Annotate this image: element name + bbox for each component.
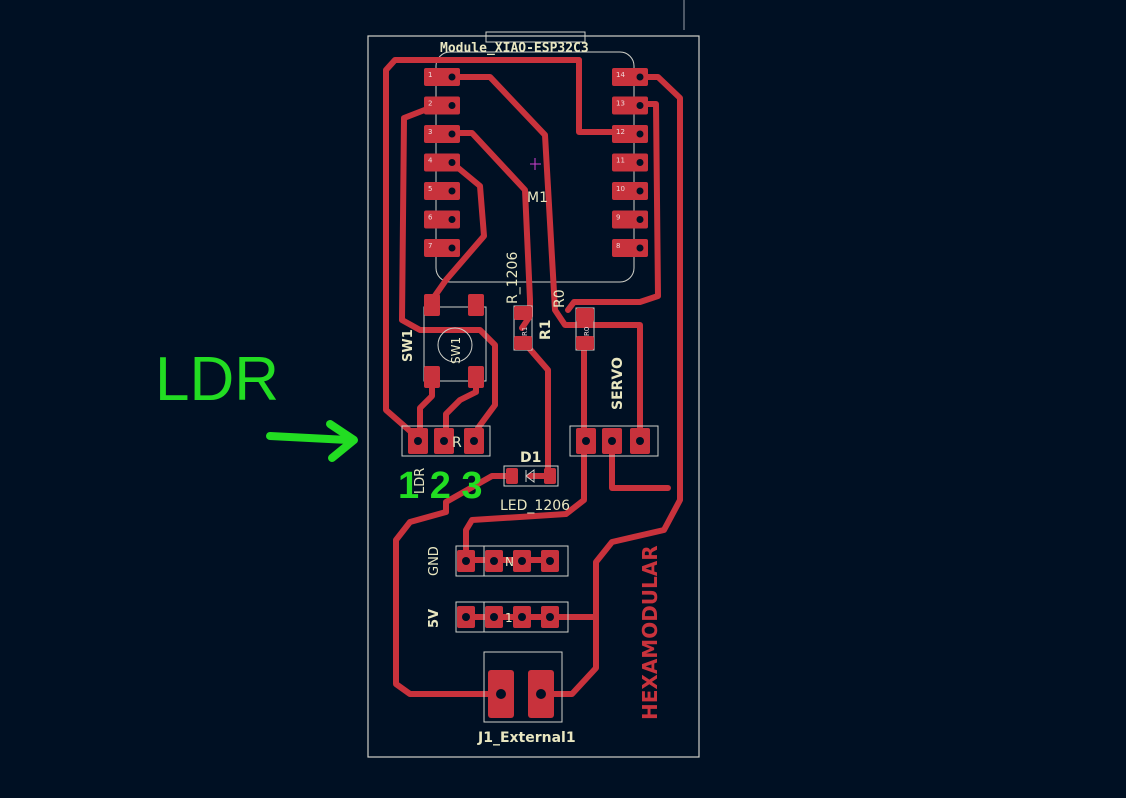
module-pad: 8 — [612, 239, 648, 257]
servo-label: SERVO — [610, 357, 626, 410]
v5-label: 5V — [427, 609, 442, 628]
r1-footprint: R1 R_1206 R1 — [505, 252, 554, 351]
module-pin-number: 11 — [616, 157, 625, 165]
module-pin-number: 14 — [616, 71, 625, 79]
module-pad: 2 — [424, 96, 460, 115]
led-footprint-label: LED_1206 — [500, 498, 570, 514]
trace-led-j1 — [393, 473, 511, 697]
module-pad: 4 — [424, 153, 460, 172]
board-outline — [367, 35, 700, 758]
module-pin-number: 6 — [428, 214, 433, 222]
ldr-silk-label: LDR — [413, 468, 428, 494]
r1-label: R1 — [538, 319, 554, 340]
module-pad: 1 — [424, 68, 460, 86]
bus-pad — [485, 606, 503, 628]
gnd-label: GND — [427, 546, 442, 576]
module-pin-number: 12 — [616, 128, 625, 136]
r1206-label: R_1206 — [505, 252, 521, 304]
brand-label: HEXAMODULAR — [638, 545, 662, 720]
sw1-inner-label: SW1 — [449, 337, 463, 364]
trace-servo-gnd — [463, 337, 587, 563]
module-pin-number: 13 — [616, 100, 625, 108]
trace-5v-main — [537, 74, 683, 697]
usb-connector-outline — [485, 31, 586, 43]
module-pad: 7 — [424, 239, 460, 257]
trace-pin4-sw — [429, 159, 487, 303]
origin-marker — [530, 158, 541, 170]
module-right-pads: 14 13 12 11 10 9 8 — [612, 68, 648, 257]
v5-bus: 1 5V — [427, 601, 569, 633]
trace-pin13 — [565, 101, 661, 313]
module-pin-number: 9 — [616, 214, 620, 222]
module-pin-number: 10 — [616, 185, 625, 193]
gnd-bus: N GND — [427, 545, 569, 577]
sw1-footprint: SW1 SW1 — [401, 294, 487, 388]
trace-pin2-ldr — [399, 101, 498, 443]
trace-gnd-main — [383, 57, 582, 441]
module-left-pads: 1 2 3 4 5 6 7 — [424, 68, 460, 257]
module-pad: 10 — [612, 182, 648, 200]
j1-label: J1_External1 — [477, 730, 576, 746]
module-pad: 12 — [612, 125, 648, 143]
module-pin-number: 1 — [428, 71, 432, 79]
module-title-label: Module_XIAO-ESP32C3 — [440, 41, 589, 56]
module-pin-number: 7 — [428, 242, 432, 250]
module-pad: 9 — [612, 210, 648, 229]
module-pin-number: 8 — [616, 242, 620, 250]
sw1-label: SW1 — [401, 329, 416, 362]
bus-pad — [541, 550, 559, 572]
module-pad: 11 — [612, 153, 648, 172]
trace-r1-led — [519, 337, 551, 479]
trace-sw-ldr2 — [443, 379, 479, 443]
servo-header: SERVO — [569, 357, 659, 457]
bus-pad — [513, 550, 531, 572]
arrow-annotation — [266, 420, 358, 462]
trace-sw-ldr — [417, 382, 435, 443]
module-pin-number: 5 — [428, 185, 432, 193]
module-pad: 3 — [424, 125, 460, 143]
module-pin-number: 2 — [428, 100, 432, 108]
module-pin-number: 3 — [428, 128, 432, 136]
module-pad: 5 — [424, 182, 460, 200]
r0-pad-label: R0 — [583, 327, 591, 336]
bus-pad — [485, 550, 503, 572]
ldr-inner-label: R — [452, 435, 462, 451]
d1-footprint: D1 LED_1206 — [500, 450, 570, 514]
r0-label: R0 — [552, 289, 568, 308]
module-pad: 14 — [612, 68, 648, 86]
ldr-annotation: LDR — [155, 345, 279, 414]
pin-numbers-annotation: 1 2 3 — [398, 465, 483, 507]
d1-label: D1 — [520, 450, 541, 466]
bus-pad — [513, 606, 531, 628]
trace-pin1-servo — [448, 74, 643, 443]
v5-bus-mid-label: 1 — [505, 611, 513, 625]
bus-pad — [457, 606, 475, 628]
bus-pad — [457, 550, 475, 572]
r0-footprint: R0 R0 — [552, 289, 595, 351]
module-pad: 6 — [424, 210, 460, 229]
module-ref-label: M1 — [527, 190, 548, 206]
j1-footprint: J1_External1 — [477, 651, 576, 746]
r1-pad-label: R1 — [521, 327, 529, 336]
module-pin-number: 4 — [428, 157, 433, 165]
module-pad: 13 — [612, 96, 648, 115]
gnd-bus-mid-label: N — [505, 555, 514, 569]
bus-pad — [541, 606, 559, 628]
copper-traces — [383, 57, 683, 697]
ldr-header: R LDR — [401, 425, 491, 494]
